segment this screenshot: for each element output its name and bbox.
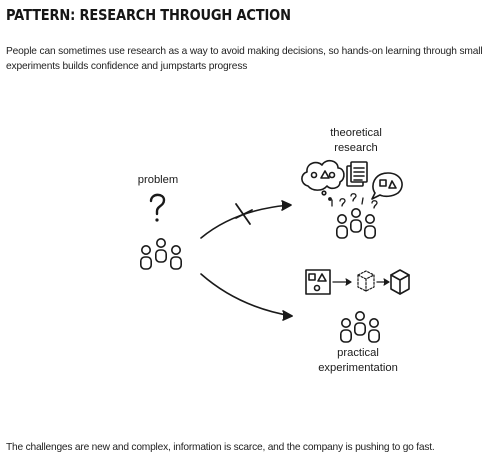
problem-label: problem xyxy=(137,174,179,186)
speech-bubble-icon xyxy=(371,172,403,200)
page-description: People can sometimes use research as a w… xyxy=(6,46,483,72)
research-label-line2: research xyxy=(334,142,378,154)
experiment-team-icon xyxy=(339,310,381,343)
confused-question-marks-icon xyxy=(331,193,378,209)
blocked-cross-icon xyxy=(235,203,253,225)
document-stack-icon xyxy=(346,161,368,187)
experimentation-path-arrow xyxy=(200,273,293,321)
page-title: PATTERN: RESEARCH THROUGH ACTION xyxy=(6,6,291,24)
progress-arrow-icon xyxy=(332,278,352,286)
solid-cube-icon xyxy=(390,269,410,295)
experiment-label-line2: experimentation xyxy=(318,362,398,374)
shapes-thought-bubble-icon xyxy=(301,159,345,201)
team-group-icon xyxy=(140,238,182,270)
progress-arrow-2-icon xyxy=(376,278,390,286)
research-team-icon xyxy=(335,208,377,239)
sketch-board-icon xyxy=(305,269,331,295)
footer-caption: The challenges are new and complex, info… xyxy=(6,442,435,453)
experiment-label-line1: practical xyxy=(337,347,379,359)
research-label-line1: theoretical xyxy=(330,127,382,139)
wireframe-cube-icon xyxy=(357,270,375,292)
question-mark-icon xyxy=(149,193,166,222)
